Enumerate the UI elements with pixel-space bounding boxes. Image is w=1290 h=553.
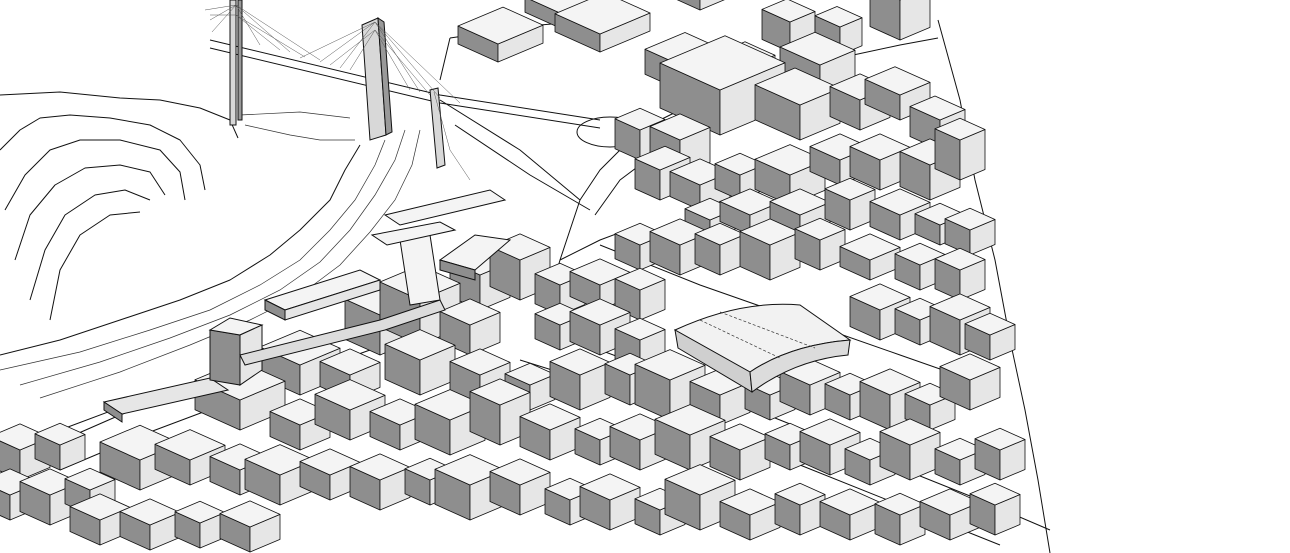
bridge-pylon [429, 87, 446, 169]
building-block [709, 423, 771, 481]
building-block [384, 329, 456, 396]
building-block [819, 488, 881, 541]
building-block [174, 500, 226, 549]
building-block [824, 177, 876, 231]
building-block [664, 464, 736, 531]
building-block [739, 218, 801, 281]
building-block [879, 418, 941, 481]
building-block [874, 492, 926, 546]
building-block [934, 247, 986, 301]
building-block [489, 458, 551, 516]
building-block [469, 378, 531, 446]
hillside-complex [102, 189, 512, 423]
building-block [969, 482, 1021, 536]
building-block [694, 222, 746, 276]
building-blocks [0, 0, 1026, 553]
hill-contours [0, 91, 421, 399]
building-block [794, 217, 846, 271]
building-block [894, 242, 946, 291]
canopy-roof [673, 303, 852, 393]
building-block [774, 482, 826, 536]
building-block [457, 6, 544, 63]
building-block [676, 0, 725, 11]
building-block [549, 348, 611, 411]
building-block [974, 427, 1026, 481]
bridge-pylon [361, 17, 393, 141]
building-block [119, 498, 181, 551]
building-block [219, 500, 281, 553]
building-block [579, 473, 641, 531]
building-block [434, 454, 506, 521]
stay-cables [204, 4, 471, 181]
building-block [519, 403, 581, 461]
building-block [34, 422, 86, 471]
building-block [869, 0, 931, 41]
building-block [839, 233, 901, 281]
building-block [939, 353, 1001, 411]
bridge-pylon [229, 0, 243, 126]
building-block [934, 117, 986, 181]
building-block [964, 312, 1016, 361]
building-block [349, 453, 411, 511]
cable-stayed-bridge [204, 0, 601, 181]
building-block [864, 66, 931, 121]
building-block [554, 0, 651, 53]
building-block [719, 488, 781, 541]
building-block [944, 207, 996, 256]
